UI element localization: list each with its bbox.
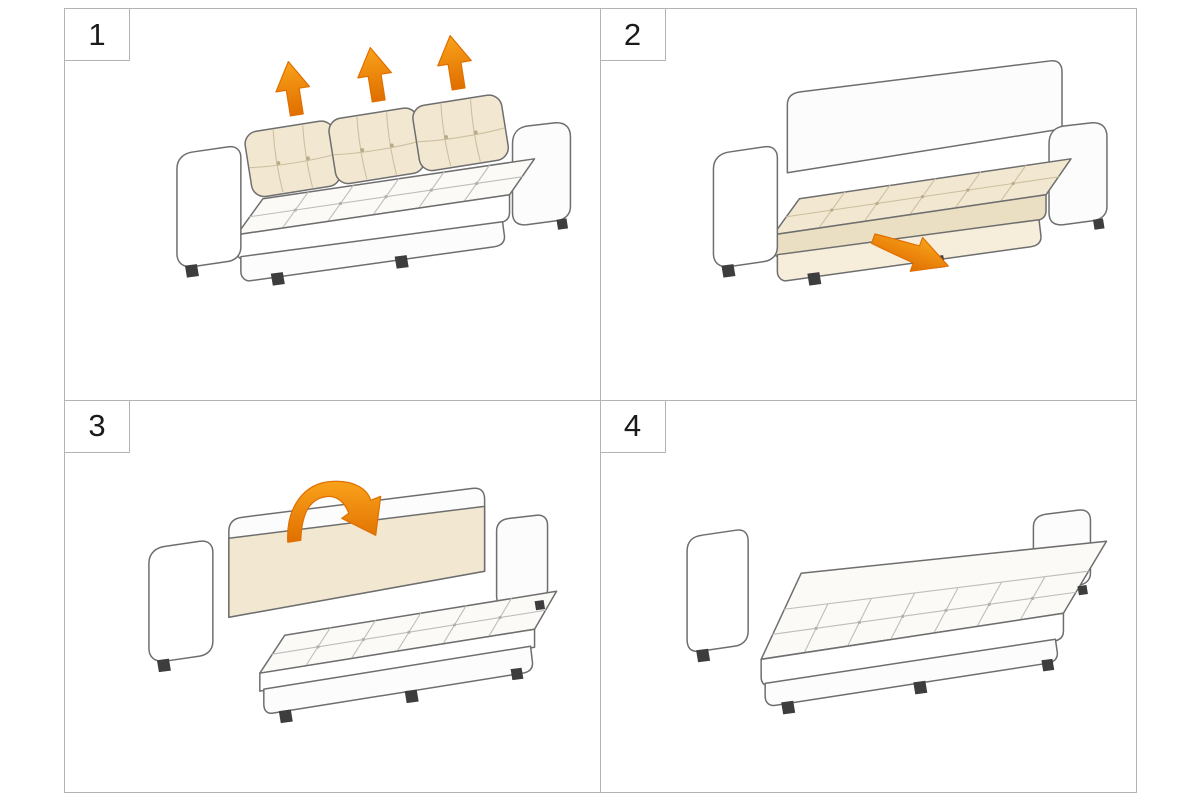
sofa-step2 — [712, 60, 1108, 286]
pull-out-arrow-icon — [870, 233, 949, 272]
step-number-box: 4 — [600, 400, 666, 453]
sofa-lift-cushions-illustration — [176, 35, 572, 286]
sofa-flat-bed-illustration — [685, 508, 1107, 714]
step-number: 2 — [623, 16, 642, 52]
back-cushion — [328, 107, 426, 185]
step-panel-1: 1 — [65, 9, 601, 401]
up-arrows-icon — [275, 35, 472, 117]
back-cushion — [412, 94, 510, 172]
sofa-fold-backrest-illustration — [148, 480, 558, 723]
back-cushion — [244, 120, 342, 198]
sofa-pull-out-base-illustration — [712, 60, 1108, 286]
fold-arrow-icon — [287, 480, 382, 543]
step-panel-3: 3 — [65, 400, 601, 792]
sofa-step4 — [685, 508, 1107, 714]
step-panel-2: 2 — [600, 9, 1136, 401]
step-panel-4: 4 — [600, 400, 1137, 793]
step-number: 1 — [88, 16, 106, 52]
instruction-grid: 1 — [64, 8, 1137, 793]
step-number: 3 — [88, 408, 106, 443]
step-number-box: 2 — [600, 9, 666, 61]
step-number: 4 — [623, 408, 642, 443]
step-number-box: 3 — [65, 400, 130, 453]
sofa-step1 — [176, 94, 572, 286]
step-number-box: 1 — [65, 9, 130, 61]
